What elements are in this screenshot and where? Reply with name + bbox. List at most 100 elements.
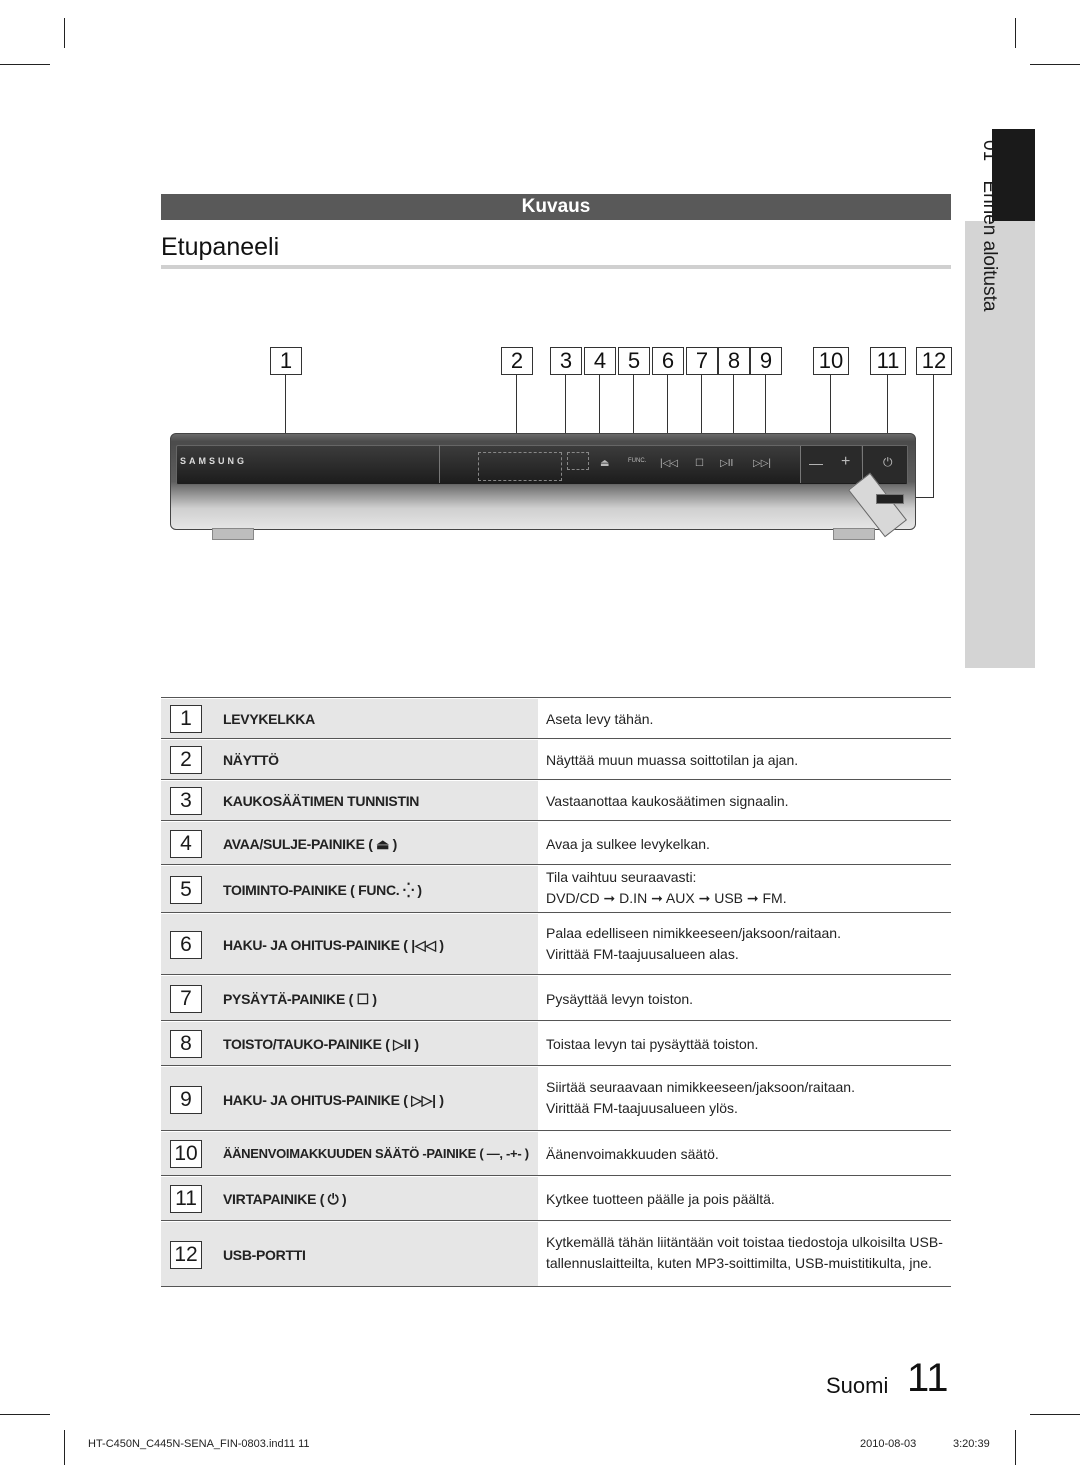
row-label: VIRTAPAINIKE ( ⏻ ) — [223, 1191, 347, 1207]
leader-line — [933, 375, 934, 497]
row-desc: Kytkee tuotteen päälle ja pois päältä. — [546, 1191, 775, 1207]
chapter-number: 01 — [979, 140, 1000, 162]
skip-back-icon: |◁◁ — [660, 458, 678, 469]
crop-mark — [64, 18, 65, 48]
plus-icon: + — [841, 453, 851, 470]
callout-10: 10 — [813, 347, 849, 375]
callout-6: 6 — [652, 347, 684, 375]
language-label: Suomi — [826, 1373, 889, 1398]
callout-11: 11 — [870, 347, 906, 375]
table-row: 3 KAUKOSÄÄTIMEN TUNNISTIN Vastaanottaa k… — [161, 779, 951, 821]
row-shade — [161, 740, 538, 780]
table-row: 4 AVAA/SULJE-PAINIKE ( ⏏ ) Avaa ja sulke… — [161, 820, 951, 865]
table-row: 7 PYSÄYTÄ-PAINIKE ( ☐ ) Pysäyttää levyn … — [161, 974, 951, 1021]
row-desc: Siirtää seuraavaan nimikkeeseen/jaksoon/… — [546, 1079, 855, 1095]
row-desc: Kytkemällä tähän liitäntään voit toistaa… — [546, 1234, 943, 1250]
minus-icon: — — [809, 455, 823, 471]
func-icon: FUNC. — [628, 458, 647, 464]
crop-mark — [1015, 1430, 1016, 1465]
row-shade — [161, 1132, 538, 1176]
eject-icon: ⏏ — [600, 458, 610, 469]
leader-line — [633, 375, 634, 463]
title-rule — [161, 265, 951, 269]
leader-line — [902, 497, 934, 498]
row-label: NÄYTTÖ — [223, 752, 279, 768]
row-label: USB-PORTTI — [223, 1247, 306, 1263]
callout-3: 3 — [550, 347, 582, 375]
leader-line — [667, 375, 668, 463]
device-foot — [833, 528, 875, 540]
leader-line — [599, 375, 600, 463]
callout-5: 5 — [618, 347, 650, 375]
crop-mark — [1030, 1414, 1080, 1415]
brand-logo: SAMSUNG — [180, 456, 248, 466]
row-desc: Virittää FM-taajuusalueen alas. — [546, 946, 739, 962]
page-title: Etupaneeli — [161, 233, 280, 261]
row-number: 4 — [170, 830, 202, 858]
row-label: TOISTO/TAUKO-PAINIKE ( ▷II ) — [223, 1036, 419, 1052]
crop-mark — [1015, 18, 1016, 48]
row-desc: Vastaanottaa kaukosäätimen signaalin. — [546, 793, 789, 809]
row-desc: Pysäyttää levyn toiston. — [546, 991, 694, 1007]
volume-buttons: — + — [800, 446, 861, 483]
leader-line — [516, 375, 517, 465]
row-number: 7 — [170, 985, 202, 1013]
usb-port — [876, 494, 904, 504]
row-desc: tallennuslaitteilta, kuten MP3-soittimil… — [546, 1255, 932, 1271]
row-shade — [161, 1022, 538, 1066]
row-shade — [161, 699, 538, 739]
remote-sensor — [567, 452, 589, 470]
row-desc: Avaa ja sulkee levykelkan. — [546, 836, 710, 852]
table-row: 2 NÄYTTÖ Näyttää muun muassa soittotilan… — [161, 738, 951, 780]
leader-line — [701, 375, 702, 463]
power-icon: ⏻ — [883, 455, 893, 469]
callout-8: 8 — [718, 347, 750, 375]
row-desc: DVD/CD ➞ D.IN ➞ AUX ➞ USB ➞ FM. — [546, 890, 787, 906]
row-desc: Palaa edelliseen nimikkeeseen/jaksoon/ra… — [546, 925, 841, 941]
crop-mark — [1030, 64, 1080, 65]
table-row: 5 TOIMINTO-PAINIKE ( FUNC. ⁛ ) Tila vaih… — [161, 864, 951, 913]
row-desc: Näyttää muun muassa soittotilan ja ajan. — [546, 752, 799, 768]
row-number: 10 — [170, 1140, 202, 1168]
table-row: 1 LEVYKELKKA Aseta levy tähän. — [161, 697, 951, 739]
play-pause-icon: ▷II — [720, 458, 734, 469]
row-shade — [161, 976, 538, 1021]
row-shade — [161, 781, 538, 821]
row-label: HAKU- JA OHITUS-PAINIKE ( ▷▷| ) — [223, 1092, 444, 1108]
crop-mark — [64, 1430, 65, 1465]
print-time: 3:20:39 — [953, 1438, 990, 1450]
crop-mark — [0, 64, 50, 65]
table-row: 11 VIRTAPAINIKE ( ⏻ ) Kytkee tuotteen pä… — [161, 1175, 951, 1221]
stop-icon: ☐ — [695, 458, 704, 469]
row-number: 8 — [170, 1030, 202, 1058]
page-number: 11 — [907, 1356, 949, 1400]
crop-mark — [0, 1414, 50, 1415]
callout-4: 4 — [584, 347, 616, 375]
row-number: 1 — [170, 705, 202, 733]
leader-line — [733, 375, 734, 463]
table-row: 12 USB-PORTTI Kytkemällä tähän liitäntää… — [161, 1220, 951, 1287]
skip-forward-icon: ▷▷| — [753, 458, 771, 469]
leader-line — [285, 375, 286, 453]
row-label: ÄÄNENVOIMAKKUUDEN SÄÄTÖ -PAINIKE ( —, -+… — [223, 1146, 529, 1161]
callout-2: 2 — [501, 347, 533, 375]
row-label: KAUKOSÄÄTIMEN TUNNISTIN — [223, 793, 420, 809]
callout-12: 12 — [916, 347, 952, 375]
row-desc: Toistaa levyn tai pysäyttää toiston. — [546, 1036, 759, 1052]
chapter-label: Ennen aloitusta — [979, 180, 1000, 312]
row-desc: Äänenvoimakkuuden säätö. — [546, 1146, 719, 1162]
callout-1: 1 — [270, 347, 302, 375]
row-number: 11 — [170, 1185, 202, 1213]
chapter-tab-background — [965, 221, 1035, 668]
callout-7: 7 — [686, 347, 718, 375]
row-number: 6 — [170, 931, 202, 959]
table-row: 9 HAKU- JA OHITUS-PAINIKE ( ▷▷| ) Siirtä… — [161, 1065, 951, 1131]
table-row: 6 HAKU- JA OHITUS-PAINIKE ( |◁◁ ) Palaa … — [161, 912, 951, 975]
row-shade — [161, 1067, 538, 1131]
row-label: TOIMINTO-PAINIKE ( FUNC. ⁛ ) — [223, 882, 422, 898]
print-date: 2010-08-03 — [860, 1438, 917, 1450]
print-file-name: HT-C450N_C445N-SENA_FIN-0803.ind11 11 — [88, 1438, 310, 1450]
chapter-tab: 01 Ennen aloitusta — [978, 140, 1000, 311]
display-window — [478, 452, 562, 481]
row-label: HAKU- JA OHITUS-PAINIKE ( |◁◁ ) — [223, 937, 444, 953]
